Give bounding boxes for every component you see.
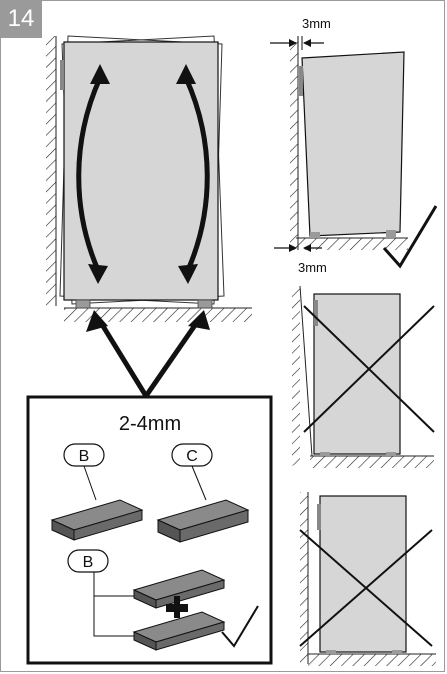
wrong1-foot-left — [320, 452, 330, 456]
curved-arrow-left — [76, 76, 103, 271]
top-dim-arrowhead-left — [289, 39, 297, 47]
spacer-box: 2-4mm B C B — [26, 395, 273, 665]
part-c-label: C — [186, 448, 198, 465]
correct-checkmark-icon — [221, 605, 259, 648]
wall-hatch — [46, 36, 56, 306]
part-b-leader — [83, 465, 97, 501]
bottom-dim-arrowhead-right — [303, 244, 311, 252]
part-b-stacked-label: B — [83, 554, 94, 571]
clearance-foot-left — [310, 232, 320, 238]
part-b-label: B — [79, 448, 90, 465]
main-leveling-figure — [46, 35, 252, 322]
clearance-foot-right — [386, 230, 396, 238]
incorrect-figure-1 — [292, 285, 435, 468]
plus-icon — [166, 606, 188, 612]
wrong1-hinge — [314, 300, 318, 326]
pointer-arrow-left — [95, 316, 149, 398]
spacer-c-front — [179, 509, 249, 543]
wrong2-wall-hatch — [300, 492, 308, 664]
clearance-appliance — [301, 51, 405, 237]
stacked-spacer-lower-front — [155, 621, 225, 651]
tilted-outline-b — [59, 35, 223, 305]
part-c-leader — [191, 465, 207, 501]
wrong1-appliance — [313, 293, 401, 455]
wrong1-wall-hatch — [292, 286, 300, 466]
wrong2-foot-left — [326, 650, 336, 654]
hinge-mark — [60, 60, 64, 90]
spacer-pointer-arrows — [86, 310, 210, 398]
arrowhead-right-top — [176, 64, 196, 84]
foot-right — [197, 299, 213, 309]
stacked-spacer-upper-front — [155, 579, 225, 609]
foot-left — [75, 299, 91, 309]
clearance-figure: 3mm 3mm — [270, 16, 438, 275]
pointer-arrow-right — [143, 316, 203, 398]
wrong1-cross-b — [303, 305, 435, 433]
wrong2-cross-b — [299, 529, 433, 647]
appliance-body — [63, 41, 219, 301]
arrowhead-left-bottom — [88, 264, 108, 284]
arrowhead-left-top — [90, 64, 110, 84]
thickness-label: 2-4mm — [119, 413, 181, 435]
pointer-arrowhead-left — [86, 310, 108, 332]
bottom-dim-arrowhead-left — [289, 244, 297, 252]
arrowhead-right-bottom — [178, 264, 198, 284]
curved-arrow-right — [183, 76, 210, 271]
clearance-top-label: 3mm — [302, 16, 331, 31]
wrong1-floor-hatch — [310, 456, 434, 468]
step-number-badge: 14 — [0, 0, 42, 38]
clearance-hinge — [299, 66, 303, 96]
part-b-stacked-badge — [67, 549, 109, 573]
wrong2-hinge — [317, 504, 321, 530]
pointer-arrowhead-right — [188, 310, 210, 330]
spacer-b-front — [73, 509, 143, 541]
wrong2-foot-right — [392, 650, 402, 654]
stacked-leader-bottom — [93, 596, 134, 637]
clearance-bottom-label: 3mm — [298, 260, 327, 275]
wrong1-wall-line — [299, 285, 313, 457]
clearance-floor-hatch — [296, 238, 408, 250]
wrong2-floor-hatch — [308, 654, 436, 666]
clearance-checkmark-icon — [382, 205, 438, 269]
clearance-wall-hatch — [290, 40, 298, 250]
wrong2-appliance — [319, 495, 407, 653]
top-dim-arrowhead-right — [303, 39, 311, 47]
incorrect-figure-2 — [299, 492, 436, 666]
wrong1-foot-right — [386, 452, 396, 456]
